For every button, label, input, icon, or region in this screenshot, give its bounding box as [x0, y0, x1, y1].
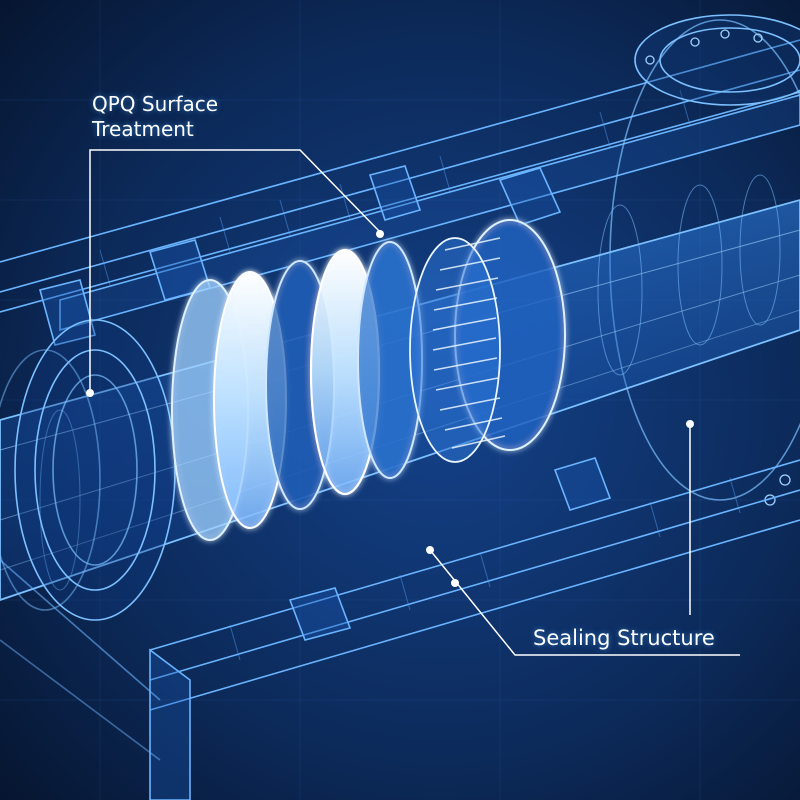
housing-lower-wall — [0, 457, 800, 800]
callout-sealing-structure: Sealing Structure — [533, 626, 715, 650]
housing-lower-hatching — [229, 477, 741, 661]
callout-seal-dot-upper — [686, 420, 694, 428]
callout-qpq-dot-shaft — [86, 389, 94, 397]
callout-qpq-leader — [89, 149, 381, 390]
seal-ring-stack — [171, 241, 423, 541]
shaft-section-lines — [39, 174, 781, 591]
housing-upper-wall — [0, 39, 800, 346]
splined-section — [409, 219, 566, 463]
callout-qpq-line1: QPQ Surface — [92, 92, 219, 116]
housing-upper-hatching — [99, 89, 691, 286]
callout-qpq-surface-treatment: QPQ Surface Treatment — [92, 92, 218, 142]
callout-qpq-line2: Treatment — [92, 117, 194, 141]
callout-seal-dot-ring — [426, 546, 434, 554]
callout-qpq-dot-housing — [376, 230, 384, 238]
callout-seal-dot-wall — [451, 579, 459, 587]
spline-teeth — [432, 237, 506, 449]
front-bore — [0, 319, 176, 621]
